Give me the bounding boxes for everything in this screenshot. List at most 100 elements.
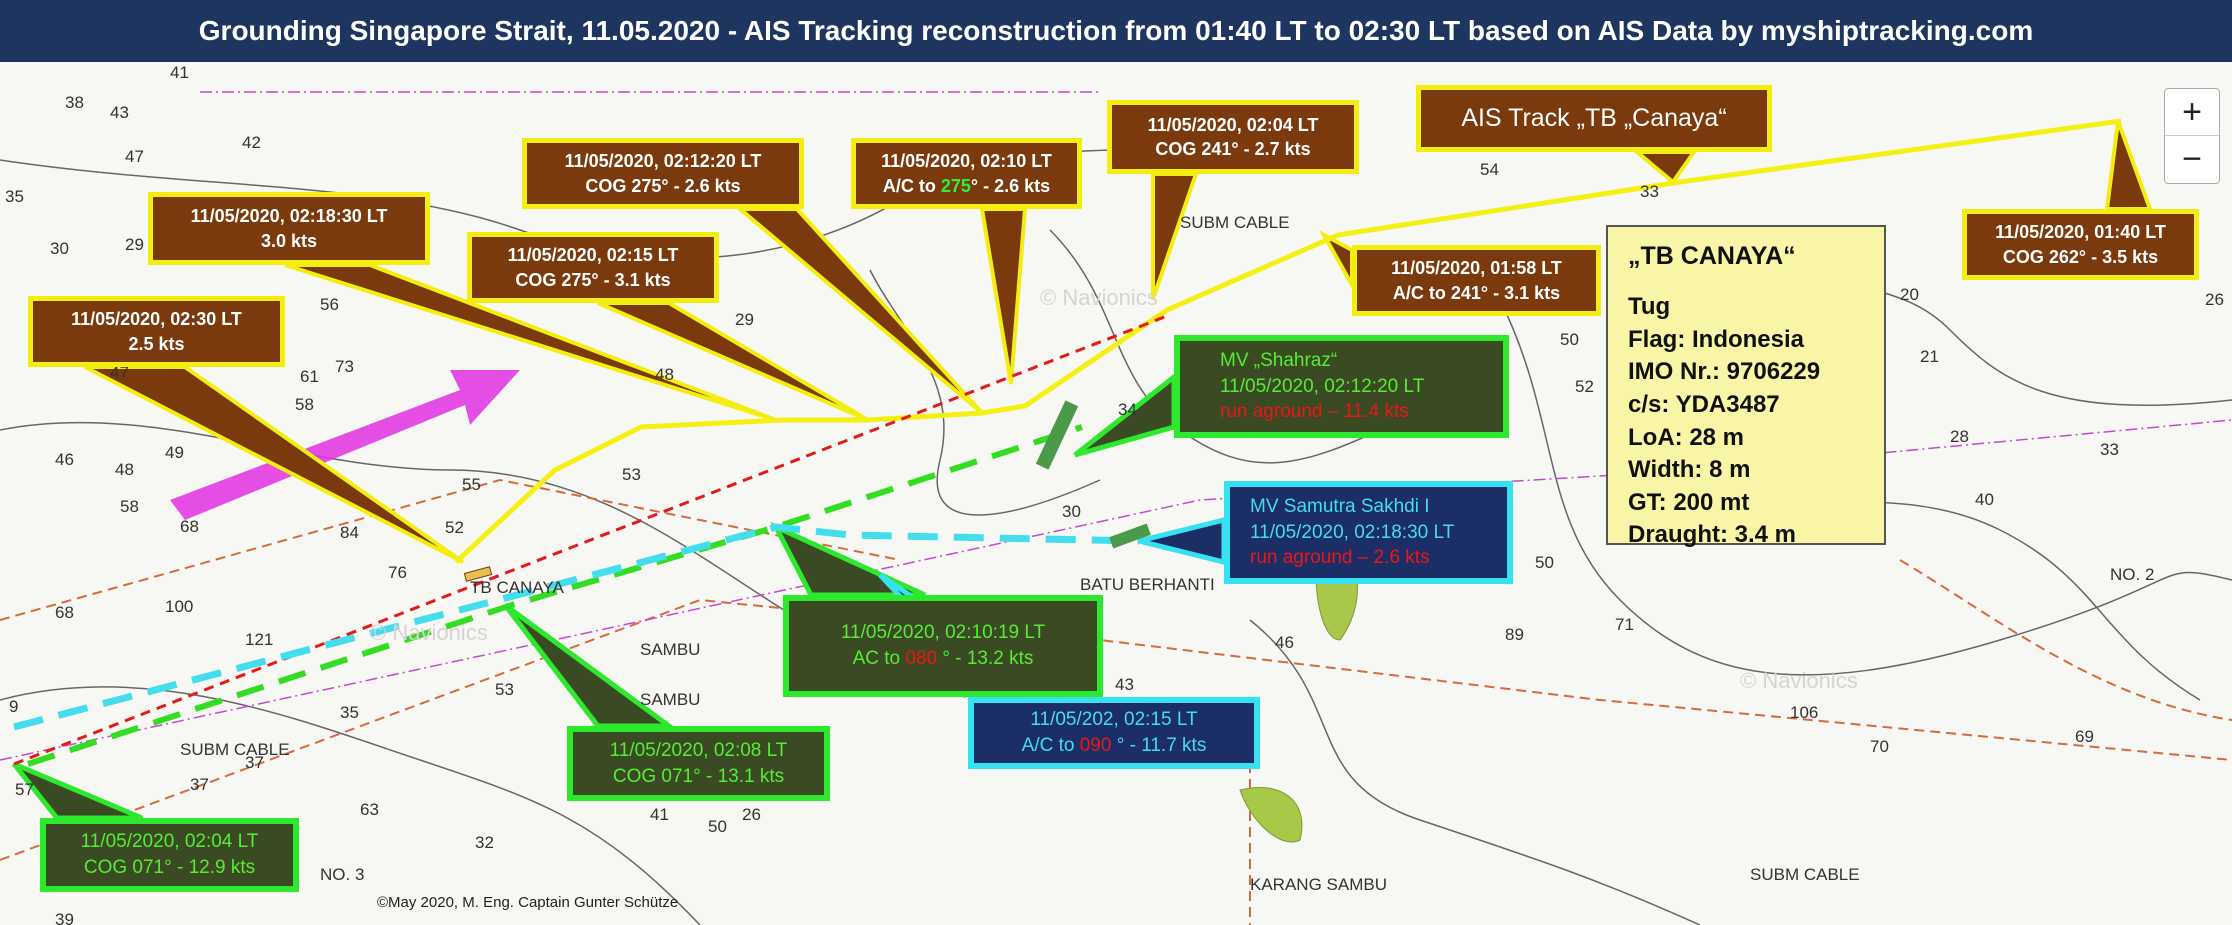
depth-sounding: 58 xyxy=(295,395,314,414)
callout-detail: COG 071° - 12.9 kts xyxy=(83,857,256,878)
depth-sounding: 56 xyxy=(320,295,339,314)
depth-sounding: 55 xyxy=(462,475,481,494)
vessel-width: Width: 8 m xyxy=(1628,456,1751,484)
chart-label: © Navionics xyxy=(1040,285,1158,310)
depth-sounding: 70 xyxy=(1870,737,1889,756)
callout-detail: COG 071° - 13.1 kts xyxy=(612,765,785,787)
vessel-name: „TB CANAYA“ xyxy=(1628,242,1796,270)
course-value: 275 xyxy=(940,175,971,196)
tug-callout-0204: 11/05/2020, 02:04 LT COG 241° - 2.7 kts xyxy=(1107,100,1359,174)
zoom-out-button[interactable]: − xyxy=(2165,135,2219,182)
callout-time: 11/05/2020, 02:15 LT xyxy=(507,245,679,266)
shahraz-callout-0204: 11/05/2020, 02:04 LT COG 071° - 12.9 kts xyxy=(40,818,299,892)
callout-time: 11/05/2020, 02:08 LT xyxy=(609,739,788,761)
depth-sounding: 69 xyxy=(2075,727,2094,746)
grounding-status: run aground – 11.4 kts xyxy=(1220,401,1409,423)
depth-sounding: 54 xyxy=(1480,160,1499,179)
depth-sounding: 50 xyxy=(1560,330,1579,349)
course-value: 080 xyxy=(905,648,938,669)
depth-sounding: 48 xyxy=(115,460,134,479)
callout-time: 11/05/2020, 02:18:30 LT xyxy=(190,206,388,227)
depth-sounding: 30 xyxy=(50,239,69,258)
depth-sounding: 37 xyxy=(245,753,264,772)
chart-label: SUBM CABLE xyxy=(1750,865,1860,884)
tug-heading-line xyxy=(13,314,1168,766)
tug-callout-021830: 11/05/2020, 02:18:30 LT 3.0 kts xyxy=(148,192,430,265)
depth-sounding: 32 xyxy=(475,833,494,852)
depth-sounding: 38 xyxy=(65,93,84,112)
depth-sounding: 53 xyxy=(495,680,514,699)
detail-prefix: AC to xyxy=(852,648,906,669)
callout-detail: A/C to 241° - 3.1 kts xyxy=(1392,282,1561,303)
callout-time: 11/05/2020, 02:04 LT xyxy=(80,831,259,853)
depth-sounding: 106 xyxy=(1790,703,1818,722)
callout-detail: COG 262° - 3.5 kts xyxy=(2002,246,2159,267)
callout-time: 11/05/2020, 02:04 LT xyxy=(1147,114,1319,135)
grounding-status: run aground – 2.6 kts xyxy=(1250,547,1430,569)
chart-label: SAMBU xyxy=(640,690,700,709)
callout-time: 11/05/2020, 02:10 LT xyxy=(881,151,1052,172)
depth-sounding: 37 xyxy=(190,775,209,794)
samutra-ship-icon xyxy=(1109,523,1151,549)
chart-label: BATU BERHANTI xyxy=(1080,575,1215,594)
chart-label: SUBM CABLE xyxy=(180,740,290,759)
depth-sounding: 48 xyxy=(655,365,674,384)
depth-sounding: 100 xyxy=(165,597,193,616)
map-zoom-control: + − xyxy=(2164,88,2220,184)
chart-label: NO. 2 xyxy=(2110,565,2154,584)
chart-labels: BATU BERHANTI SAMBU SAMBU SUBM CABLE SUBM CA… xyxy=(180,213,2154,894)
zoom-in-button[interactable]: + xyxy=(2182,92,2202,131)
callout-time: 11/05/2020, 02:12:20 LT xyxy=(564,151,762,172)
depth-sounding: 33 xyxy=(2100,440,2119,459)
detail-suffix: ° - 2.6 kts xyxy=(970,175,1051,196)
depth-sounding: 52 xyxy=(1575,377,1594,396)
vessel-imo: IMO Nr.: 9706229 xyxy=(1628,358,1821,386)
callout-detail: COG 241° - 2.7 kts xyxy=(1155,139,1311,159)
callout-tails xyxy=(12,120,2153,821)
depth-sounding: 47 xyxy=(125,147,144,166)
traffic-direction-arrow xyxy=(170,370,520,520)
callout-detail: 2.5 kts xyxy=(128,333,185,354)
depth-sounding: 30 xyxy=(1062,502,1081,521)
depth-sounding: 41 xyxy=(170,63,189,82)
vessel-info-panel: „TB CANAYA“ Tug Flag: Indonesia IMO Nr.:… xyxy=(1606,225,1886,548)
chart-label: © Navionics xyxy=(370,620,488,645)
depth-sounding: 71 xyxy=(1615,615,1634,634)
callout-detail: A/C to 275° - 2.6 kts xyxy=(856,174,1077,198)
depth-sounding: 89 xyxy=(1505,625,1524,644)
samutra-track xyxy=(13,523,1140,731)
depth-sounding: 68 xyxy=(180,517,199,536)
depth-sounding: 35 xyxy=(5,187,24,206)
vessel-gt: GT: 200 mt xyxy=(1628,488,1750,516)
depth-sounding: 33 xyxy=(1640,182,1659,201)
copyright-notice: ©May 2020, M. Eng. Captain Gunter Schütz… xyxy=(377,894,679,911)
depth-sounding: 21 xyxy=(1920,347,1939,366)
depth-sounding: 61 xyxy=(300,367,319,386)
vessel-flag: Flag: Indonesia xyxy=(1628,325,1805,353)
depth-sounding: 35 xyxy=(340,703,359,722)
chart-label: SAMBU xyxy=(640,640,700,659)
depth-sounding: 50 xyxy=(708,817,727,836)
chart-label: TB CANAYA xyxy=(470,578,564,597)
depth-sounding: 29 xyxy=(125,235,144,254)
callout-time: 11/05/2020, 02:30 LT xyxy=(71,309,242,330)
callout-time: 11/05/202, 02:15 LT xyxy=(1030,709,1198,731)
depth-sounding: 42 xyxy=(242,133,261,152)
depth-sounding: 68 xyxy=(55,603,74,622)
depth-sounding: 121 xyxy=(245,630,273,649)
shahraz-callout-0208: 11/05/2020, 02:08 LT COG 071° - 13.1 kts xyxy=(567,726,830,801)
page-title: Grounding Singapore Strait, 11.05.2020 -… xyxy=(0,0,2232,64)
depth-sounding: 43 xyxy=(110,103,129,122)
depth-sounding: 63 xyxy=(360,800,379,819)
detail-suffix: ° - 11.7 kts xyxy=(1111,735,1207,756)
callout-detail: 3.0 kts xyxy=(260,230,318,251)
detail-prefix: A/C to xyxy=(1021,735,1080,756)
grounding-time: 11/05/2020, 02:12:20 LT xyxy=(1220,375,1425,397)
depth-sounding: 20 xyxy=(1900,285,1919,304)
